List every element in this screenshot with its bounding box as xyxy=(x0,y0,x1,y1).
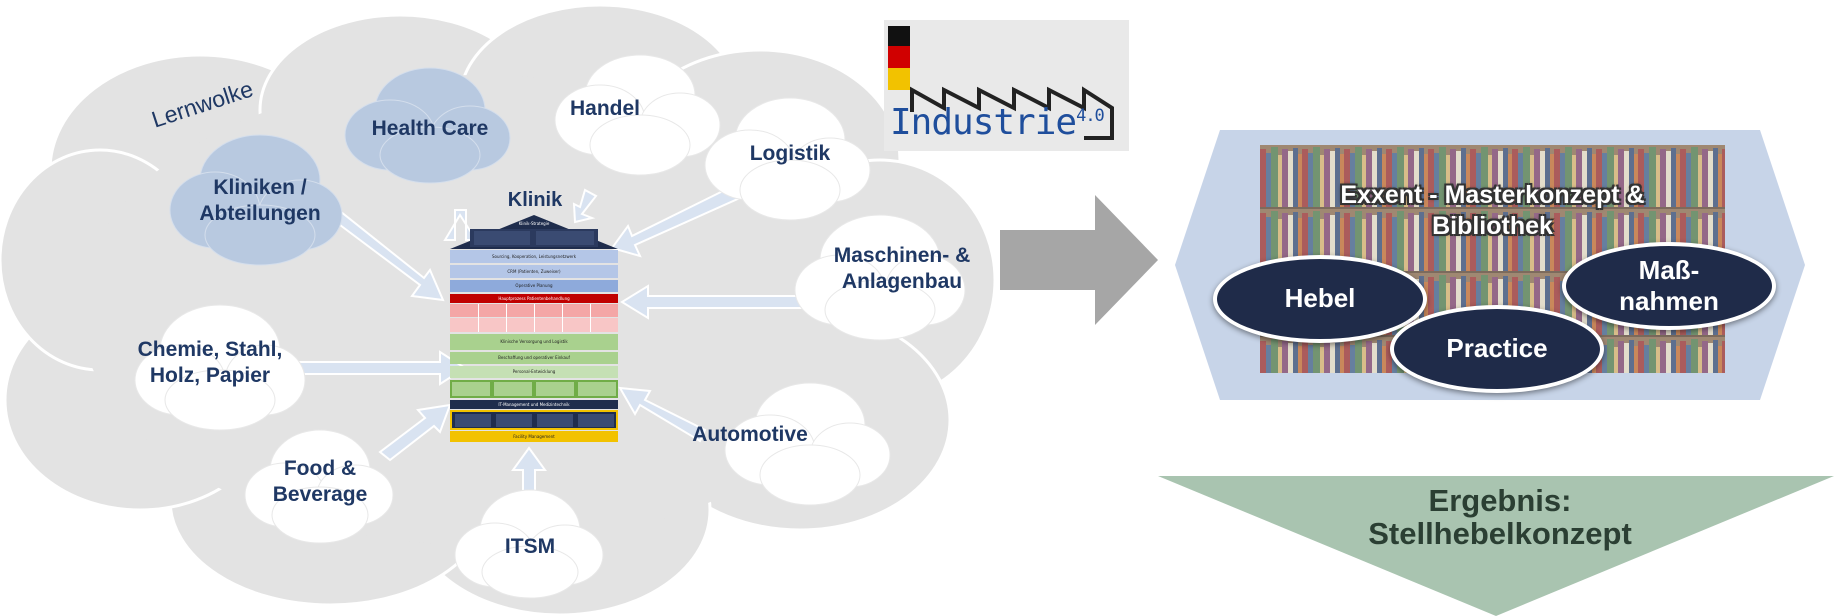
result-text: Ergebnis: Stellhebelkonzept xyxy=(1300,483,1700,551)
lernwolke-cloud xyxy=(0,3,997,616)
house-row-planung: Operative Planung xyxy=(450,280,618,292)
industrie-40-logo: Industrie4.0 xyxy=(884,20,1129,151)
oval-massnahmen-line1: Maß- xyxy=(1638,254,1700,285)
house-row-sourcing: Sourcing, Kooperation, Leistungsnetzwerk xyxy=(450,250,618,263)
label-itsm: ITSM xyxy=(504,535,556,558)
label-automotive: Automotive xyxy=(692,423,808,446)
label-chemie-line1: Chemie, Stahl, xyxy=(137,338,283,361)
oval-hebel-label: Hebel xyxy=(1284,283,1356,314)
house-roof-title: Klinik-Strategie xyxy=(518,221,550,226)
house-row-personal: Personal-Entwicklung xyxy=(450,366,618,378)
house-row-process-steps xyxy=(450,304,618,332)
house-row-hauptprozess: Hauptprozess Patientenbehandlung xyxy=(450,294,618,303)
house-row-crm: CRM (Patienten, Zuweiser) xyxy=(450,265,618,278)
oval-massnahmen-line2: nahmen xyxy=(1619,286,1719,316)
label-health-care: Health Care xyxy=(371,117,489,140)
result-triangle xyxy=(1158,476,1834,616)
label-logistik: Logistik xyxy=(749,142,831,165)
label-handel: Handel xyxy=(569,97,640,120)
industrie-logo-main: Industrie xyxy=(890,102,1077,143)
library-title-line2: Bibliothek xyxy=(1432,212,1553,241)
library-title-line1: Exxent - Masterkonzept & xyxy=(1340,181,1645,209)
label-chemie: Chemie, Stahl, Holz, Papier xyxy=(125,337,295,390)
house-row-it: IT-Management und Medizintechnik xyxy=(450,400,618,409)
house-row-it-boxes xyxy=(450,410,618,430)
oval-practice-label: Practice xyxy=(1446,333,1548,364)
label-food-line1: Food & xyxy=(283,457,357,480)
result-line2: Stellhebelkonzept xyxy=(1368,515,1632,551)
result-line1: Ergebnis: xyxy=(1428,483,1572,518)
oval-massnahmen: Maß- nahmen xyxy=(1562,242,1776,330)
library-title: Exxent - Masterkonzept & Bibliothek xyxy=(1260,180,1725,243)
factory-flag-icon xyxy=(888,26,1114,140)
label-kliniken-line1: Kliniken / xyxy=(213,176,307,199)
house-row-versorgung: Klinische Versorgung und Logistik xyxy=(450,334,618,350)
label-maschinen: Maschinen- & Anlagenbau xyxy=(822,243,982,296)
label-maschinen-line2: Anlagenbau xyxy=(841,270,963,294)
label-kliniken-line2: Abteilungen xyxy=(199,202,321,226)
house-row-beschaffung: Beschaffung und operativer Einkauf xyxy=(450,352,618,364)
house-roof-boxes xyxy=(470,229,598,247)
label-food-beverage: Food & Beverage xyxy=(255,456,385,509)
klinik-house-diagram: Klinik-Strategie Sourcing, Kooperation, … xyxy=(450,215,618,444)
flow-arrow-right xyxy=(1000,195,1158,325)
label-maschinen-line1: Maschinen- & xyxy=(833,244,971,267)
industrie-logo-text: Industrie4.0 xyxy=(890,102,1105,143)
oval-hebel: Hebel xyxy=(1213,255,1427,343)
house-row-facility: Facility Management xyxy=(450,431,618,442)
label-food-line2: Beverage xyxy=(272,483,368,507)
label-klinik: Klinik xyxy=(507,189,563,211)
label-kliniken: Kliniken / Abteilungen xyxy=(185,175,335,228)
house-row-admin-boxes xyxy=(450,380,618,398)
label-chemie-line2: Holz, Papier xyxy=(149,364,271,388)
industrie-logo-version: 4.0 xyxy=(1076,106,1105,126)
oval-practice: Practice xyxy=(1390,305,1604,393)
